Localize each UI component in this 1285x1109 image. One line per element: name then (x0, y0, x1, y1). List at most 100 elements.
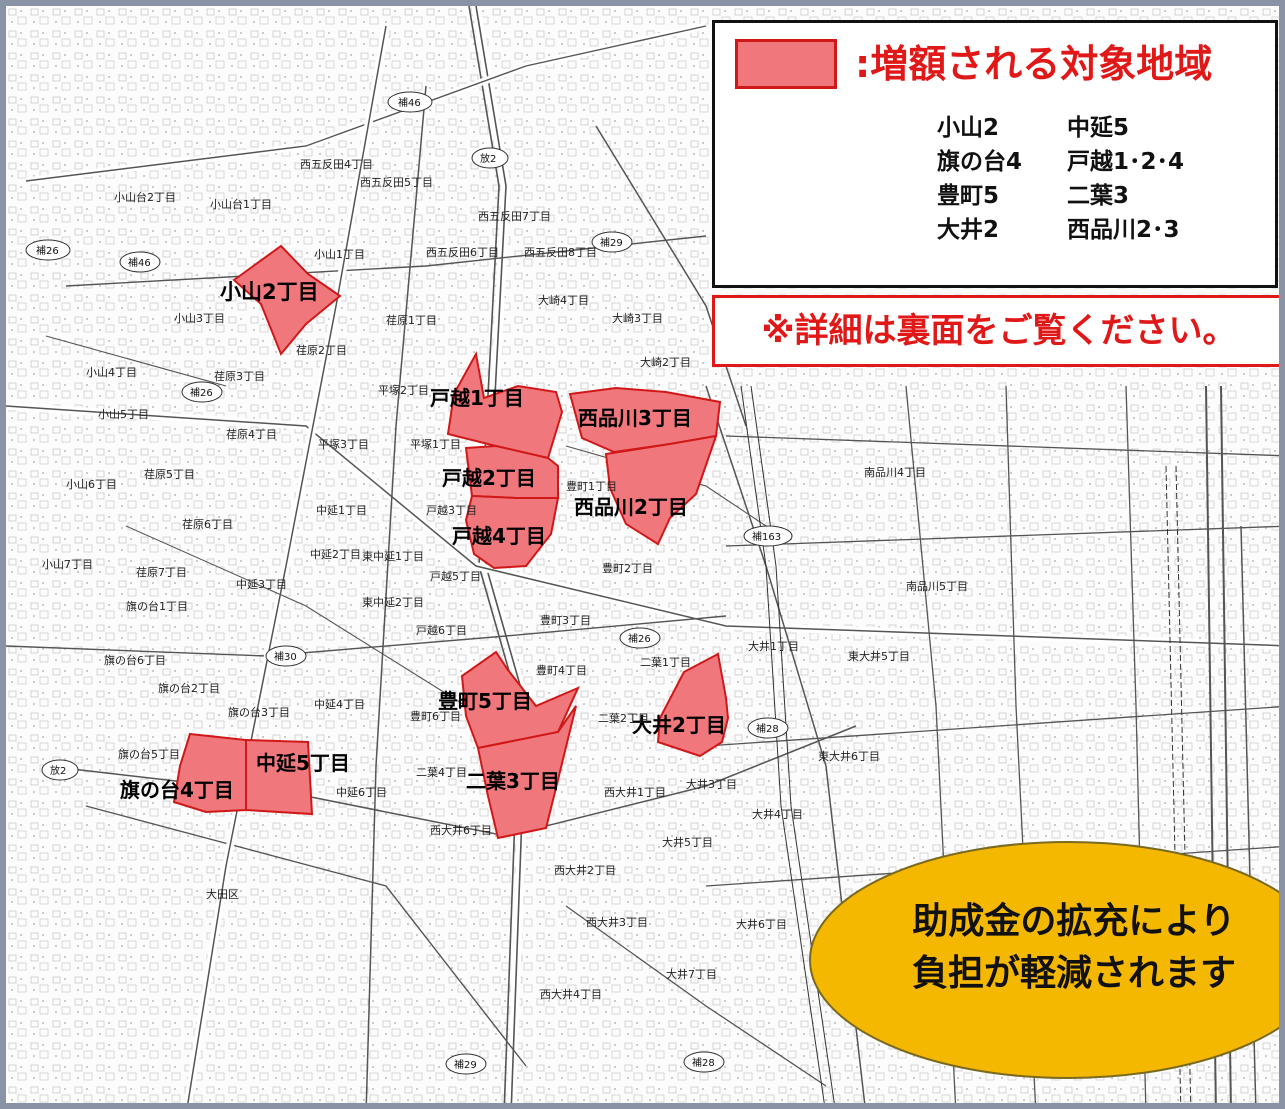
area-label: 西大井1丁目 (604, 785, 666, 799)
label-nakanobu5: 中延5丁目 (256, 751, 350, 775)
area-label: 大田区 (206, 887, 239, 901)
legend-row: 大井2 西品川2･3 (937, 213, 1184, 247)
district-nishishinagawa2 (604, 434, 718, 546)
district-togoshi4 (464, 494, 560, 570)
area-label: 西五反田7丁目 (478, 210, 551, 223)
legend-area: 小山2 (937, 115, 1000, 141)
area-label: 小山3丁目 (174, 312, 225, 325)
area-label: 二葉4丁目 (416, 765, 467, 779)
area-label: 南品川4丁目 (864, 466, 926, 479)
legend-area: 豊町5 (937, 183, 1000, 209)
area-label: 東大井5丁目 (848, 649, 910, 663)
district-futaba3 (476, 705, 577, 840)
area-label: 豊町3丁目 (540, 614, 591, 627)
area-label: 小山6丁目 (66, 478, 117, 491)
district-yutakacho5 (460, 650, 580, 750)
callout-text: 助成金の拡充により 負担が軽減されます (854, 896, 1279, 1000)
route-marker: 補28 (683, 1051, 725, 1073)
route-marker: 補46 (387, 91, 433, 113)
route-markers: 補46 放2 補26 補29 補163 補26 補30 補28 放2 補29 補… (25, 91, 793, 1075)
route-marker: 放2 (471, 147, 509, 169)
area-label: 大崎2丁目 (640, 355, 691, 369)
area-label: 中延6丁目 (336, 786, 387, 799)
svg-text:補26: 補26 (190, 386, 213, 399)
route-marker: 補28 (747, 717, 789, 739)
area-label: 旗の台5丁目 (118, 747, 180, 761)
area-label: 大井4丁目 (752, 807, 803, 821)
area-label: 豊町6丁目 (410, 710, 461, 723)
label-togoshi1: 戸越1丁目 (430, 386, 524, 410)
area-label: 大崎3丁目 (612, 311, 663, 325)
area-label: 大井7丁目 (666, 967, 717, 981)
area-label: 小山4丁目 (86, 366, 137, 379)
label-futaba3: 二葉3丁目 (466, 769, 560, 793)
label-nishishinagawa3: 西品川3丁目 (578, 406, 692, 430)
area-label: 豊町1丁目 (566, 480, 617, 493)
svg-text:補46: 補46 (398, 96, 421, 109)
area-label: 二葉1丁目 (640, 655, 691, 669)
notice-box: ※詳細は裏面をご覧ください。 (712, 295, 1279, 367)
route-marker: 補29 (591, 231, 633, 253)
svg-text:補26: 補26 (628, 632, 651, 645)
area-label: 中延2丁目 (310, 548, 361, 561)
area-label: 西五反田5丁目 (360, 176, 433, 189)
area-label: 荏原4丁目 (226, 428, 277, 441)
area-label: 西五反田6丁目 (426, 246, 499, 259)
legend-area: 旗の台4 (937, 149, 1023, 175)
area-label: 西五反田8丁目 (524, 246, 597, 259)
area-label: 小山台1丁目 (210, 197, 272, 211)
area-label: 西大井2丁目 (554, 863, 616, 877)
area-label: 荏原6丁目 (182, 518, 233, 531)
area-label: 平塚1丁目 (410, 438, 461, 451)
district-labels: 小山2丁目 戸越1丁目 戸越2丁目 戸越4丁目 西品川3丁目 西品川2丁目 豊町… (120, 280, 726, 802)
svg-text:補30: 補30 (274, 650, 297, 663)
legend-list: 小山2 中延5 旗の台4 戸越1･2･4 豊町5 二葉3 大井2 西品川2･3 (937, 111, 1184, 247)
area-label: 旗の台6丁目 (104, 653, 166, 667)
label-ooi2: 大井2丁目 (632, 713, 726, 737)
label-togoshi4: 戸越4丁目 (452, 524, 546, 548)
area-label: 西大井6丁目 (430, 823, 492, 837)
area-label: 中延3丁目 (236, 578, 287, 591)
route-marker: 補26 (25, 239, 71, 261)
legend-row: 小山2 中延5 (937, 111, 1184, 145)
area-label: 大井1丁目 (748, 639, 799, 653)
area-label: 西大井3丁目 (586, 915, 648, 929)
legend-area: 西品川2･3 (1067, 217, 1180, 243)
area-label: 荏原7丁目 (136, 566, 187, 579)
area-label: 戸越5丁目 (430, 569, 481, 583)
route-marker: 補46 (119, 251, 161, 273)
route-marker: 放2 (41, 759, 79, 781)
area-label: 東中延1丁目 (362, 550, 424, 563)
area-label: 南品川5丁目 (906, 580, 968, 593)
legend-row: 旗の台4 戸越1･2･4 (937, 145, 1184, 179)
area-label: 小山台2丁目 (114, 190, 176, 204)
legend-area: 大井2 (937, 217, 1000, 243)
area-label: 小山5丁目 (98, 408, 149, 421)
svg-text:放2: 放2 (480, 152, 496, 165)
callout-bubble (809, 841, 1279, 1079)
district-togoshi1 (446, 351, 564, 460)
legend-box: :増額される対象地域 小山2 中延5 旗の台4 戸越1･2･4 豊町5 二葉3 … (712, 20, 1278, 288)
area-label: 西五反田4丁目 (300, 158, 373, 171)
route-marker: 補30 (265, 645, 307, 667)
area-label: 東中延2丁目 (362, 596, 424, 609)
area-label: 旗の台2丁目 (158, 681, 220, 695)
area-label: 中延1丁目 (316, 504, 367, 517)
area-label: 中延4丁目 (314, 698, 365, 711)
svg-text:放2: 放2 (50, 764, 66, 777)
district-ooi2 (656, 652, 730, 758)
svg-text:補29: 補29 (454, 1058, 477, 1071)
label-yutakacho5: 豊町5丁目 (438, 689, 532, 713)
area-label: 戸越6丁目 (416, 623, 467, 637)
route-marker: 補163 (743, 525, 793, 547)
area-label: 豊町4丁目 (536, 664, 587, 677)
legend-area: 戸越1･2･4 (1067, 149, 1185, 175)
area-label: 東大井6丁目 (818, 749, 880, 763)
label-koyama2: 小山2丁目 (220, 280, 319, 304)
area-label: 荏原1丁目 (386, 314, 437, 327)
legend-title: :増額される対象地域 (855, 42, 1213, 86)
area-label: 豊町2丁目 (602, 562, 653, 575)
district-koyama2 (232, 244, 342, 356)
area-label: 小山1丁目 (314, 248, 365, 261)
